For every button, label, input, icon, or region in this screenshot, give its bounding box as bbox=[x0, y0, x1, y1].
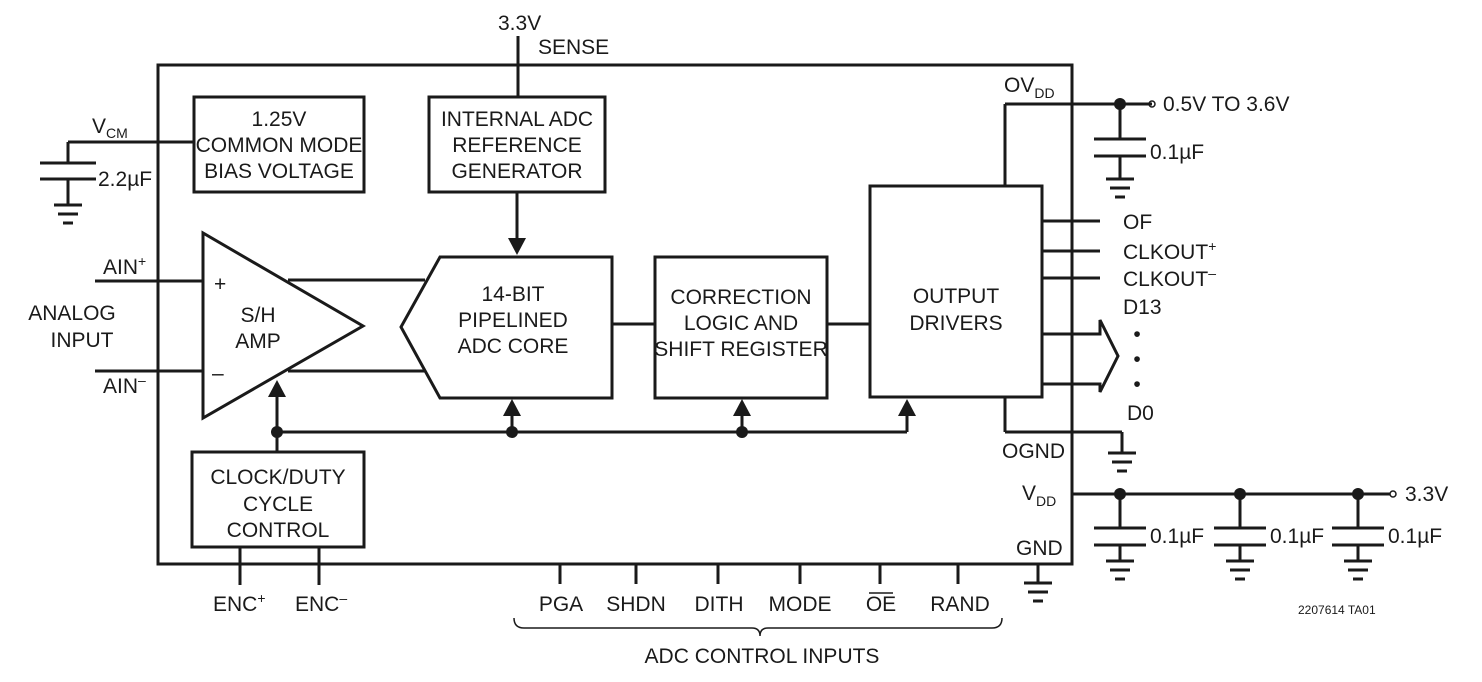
ground-icon bbox=[1106, 559, 1134, 581]
ground-icon bbox=[1108, 451, 1136, 473]
clock-line3: CONTROL bbox=[227, 519, 330, 542]
ground-icon bbox=[1024, 581, 1052, 603]
ground-icon bbox=[1106, 177, 1134, 199]
correction-block bbox=[653, 255, 829, 400]
rand-label: RAND bbox=[930, 593, 990, 616]
vcm-cap-value: 2.2µF bbox=[98, 168, 152, 191]
d0-label: D0 bbox=[1127, 402, 1154, 425]
mode-label: MODE bbox=[769, 593, 832, 616]
reference-arrow-icon bbox=[508, 238, 526, 255]
of-label: OF bbox=[1123, 211, 1152, 234]
correction-line1: CORRECTION bbox=[670, 286, 811, 309]
clkout-pos-label: CLKOUT+ bbox=[1123, 238, 1216, 264]
chip-outline bbox=[156, 63, 1074, 566]
reference-line1: INTERNAL ADC bbox=[441, 108, 593, 131]
clock-to-correction-arrow-icon bbox=[733, 399, 751, 416]
common-mode-line2: COMMON MODE bbox=[196, 134, 363, 157]
oe-label: OE bbox=[866, 593, 896, 616]
clock-junction-dot bbox=[736, 426, 748, 438]
vdd-cap3-value: 0.1µF bbox=[1388, 525, 1442, 548]
common-mode-block bbox=[192, 95, 366, 194]
sense-label: SENSE bbox=[538, 36, 609, 59]
clkout-neg-label: CLKOUT– bbox=[1123, 265, 1216, 291]
output-drivers-block bbox=[868, 184, 1044, 399]
vdd-terminal bbox=[1389, 490, 1397, 498]
clock-line1: CLOCK/DUTY bbox=[210, 466, 345, 489]
control-inputs-label: ADC CONTROL INPUTS bbox=[645, 645, 880, 668]
sh-amp-minus: – bbox=[212, 362, 224, 385]
supply-33v-label: 3.3V bbox=[498, 12, 541, 35]
dith-label: DITH bbox=[695, 593, 744, 616]
sh-amp-plus: + bbox=[214, 273, 226, 296]
adc-core-line3: ADC CORE bbox=[458, 335, 569, 358]
ground-icon bbox=[54, 203, 82, 225]
clock-junction-dot bbox=[271, 426, 283, 438]
reference-line3: GENERATOR bbox=[451, 160, 582, 183]
ground-icon bbox=[1226, 559, 1254, 581]
ain-neg-label: AIN– bbox=[103, 372, 146, 398]
enc-neg-label: ENC– bbox=[295, 590, 347, 616]
data-bus-arrow-icon bbox=[1042, 319, 1120, 393]
ain-pos-label: AIN+ bbox=[103, 253, 146, 279]
output-drivers-line2: DRIVERS bbox=[909, 312, 1002, 335]
clock-to-sh-arrow-icon bbox=[268, 380, 286, 397]
bus-dot: • bbox=[1133, 373, 1140, 396]
sh-amp-line1: S/H bbox=[240, 304, 275, 327]
output-drivers-line1: OUTPUT bbox=[913, 285, 1000, 308]
gnd-label: GND bbox=[1016, 537, 1063, 560]
clock-to-adc-arrow-icon bbox=[503, 399, 521, 416]
sh-amp-triangle bbox=[201, 230, 366, 421]
enc-pos-label: ENC+ bbox=[213, 590, 266, 616]
common-mode-line3: BIAS VOLTAGE bbox=[204, 160, 354, 183]
d13-label: D13 bbox=[1123, 296, 1162, 319]
clock-block bbox=[190, 450, 366, 549]
vdd-cap1-value: 0.1µF bbox=[1150, 525, 1204, 548]
shdn-label: SHDN bbox=[606, 593, 666, 616]
adc-core-line2: PIPELINED bbox=[458, 309, 568, 332]
adc-core-block bbox=[399, 255, 614, 400]
ovdd-range-label: 0.5V TO 3.6V bbox=[1163, 93, 1289, 116]
sh-amp-line2: AMP bbox=[235, 330, 281, 353]
ovdd-label: OVDD bbox=[1004, 74, 1055, 101]
correction-line2: LOGIC AND bbox=[684, 312, 798, 335]
ovdd-terminal bbox=[1148, 100, 1156, 108]
pga-label: PGA bbox=[539, 593, 583, 616]
ovdd-cap-value: 0.1µF bbox=[1150, 141, 1204, 164]
vdd-label: VDD bbox=[1022, 482, 1056, 509]
analog-input-line1: ANALOG bbox=[28, 302, 116, 325]
reference-block bbox=[427, 95, 607, 194]
clock-line2: CYCLE bbox=[243, 493, 313, 516]
bus-dot: • bbox=[1133, 348, 1140, 371]
figure-id: 2207614 TA01 bbox=[1298, 603, 1376, 617]
vdd-value-label: 3.3V bbox=[1405, 483, 1448, 506]
vdd-cap2-value: 0.1µF bbox=[1270, 525, 1324, 548]
correction-line3: SHIFT REGISTER bbox=[654, 338, 827, 361]
control-inputs-brace bbox=[513, 617, 1003, 637]
common-mode-line1: 1.25V bbox=[252, 108, 307, 131]
analog-input-line2: INPUT bbox=[51, 329, 114, 352]
clock-to-drivers-arrow-icon bbox=[898, 399, 916, 416]
ognd-label: OGND bbox=[1002, 440, 1065, 463]
ground-icon bbox=[1344, 559, 1372, 581]
vcm-label: VCM bbox=[92, 115, 128, 141]
adc-core-line1: 14-BIT bbox=[481, 283, 544, 306]
reference-line2: REFERENCE bbox=[452, 134, 582, 157]
clock-junction-dot bbox=[506, 426, 518, 438]
bus-dot: • bbox=[1133, 323, 1140, 346]
